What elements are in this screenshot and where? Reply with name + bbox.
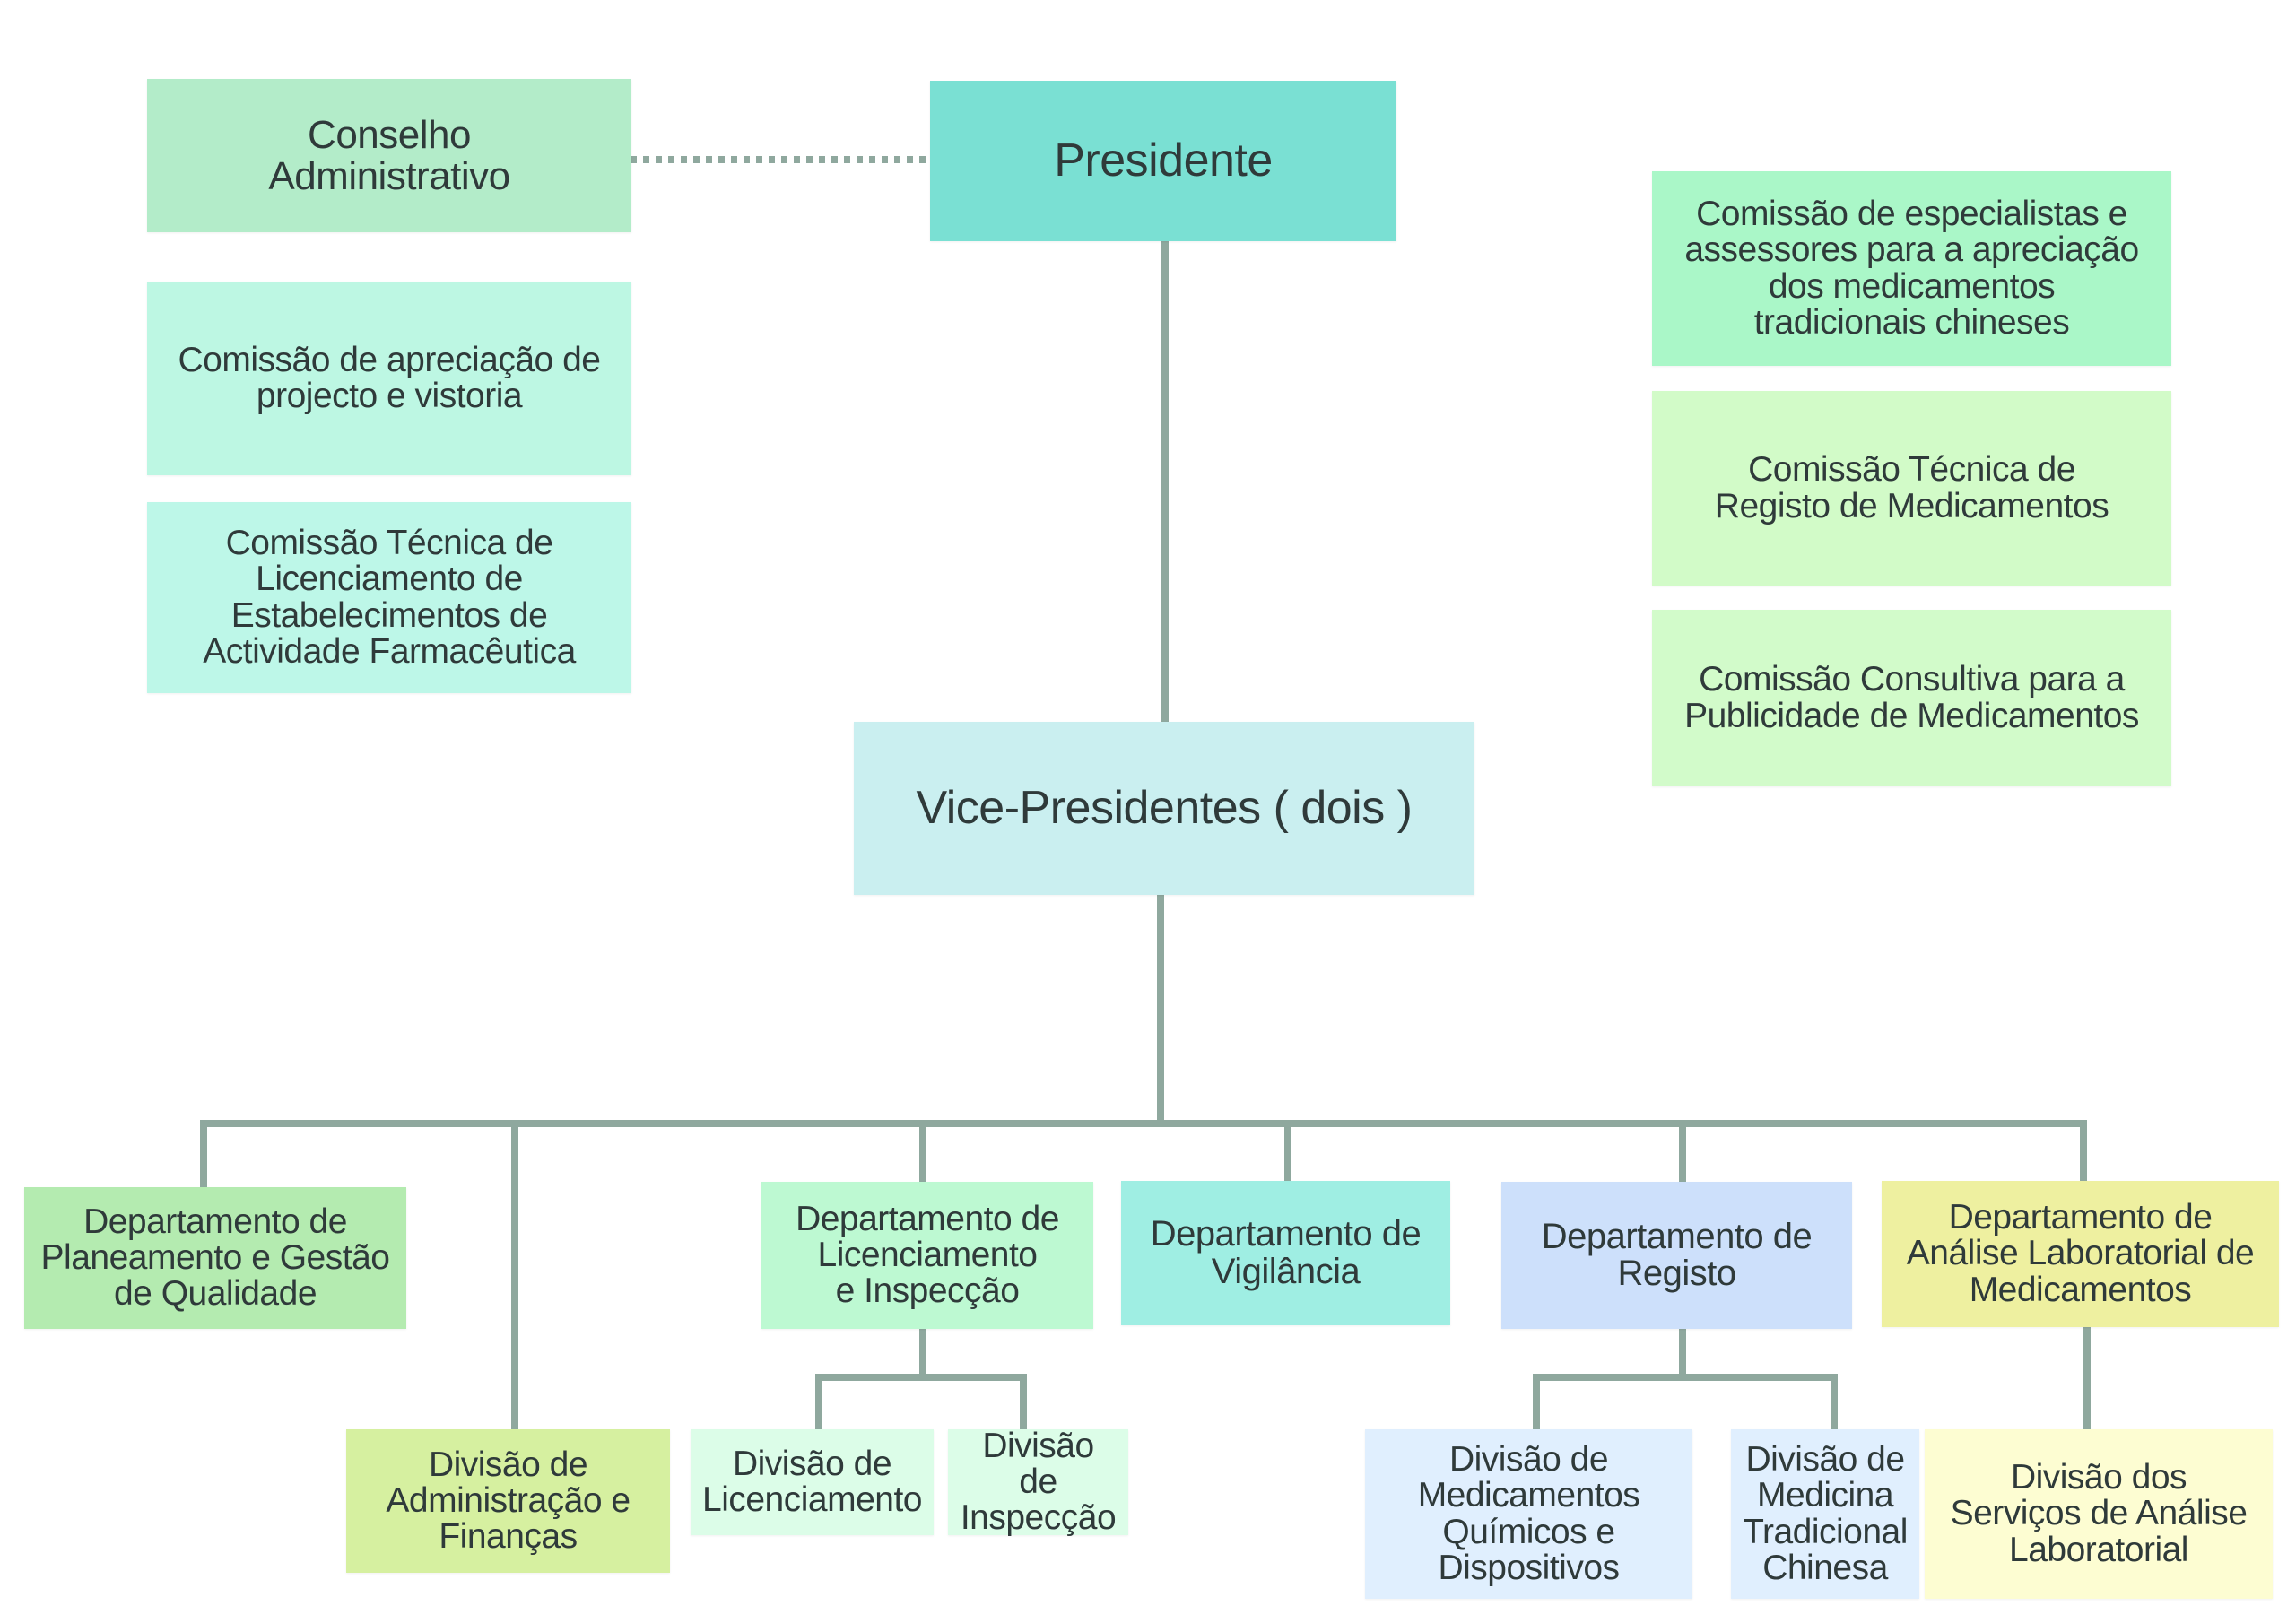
node-conselho-administrativo: Conselho Administrativo <box>147 79 631 232</box>
node-dept-licenciamento-inspeccao: Departamento de Licenciamento e Inspecçã… <box>761 1182 1093 1329</box>
node-div-licenciamento: Divisão de Licenciamento <box>691 1429 934 1535</box>
node-comissao-consultiva-publicidade: Comissão Consultiva para a Publicidade d… <box>1652 610 2171 786</box>
node-dept-vigilancia: Departamento de Vigilância <box>1121 1181 1450 1325</box>
node-vice-presidentes: Vice-Presidentes ( dois ) <box>854 722 1474 895</box>
node-comissao-tecnica-registo: Comissão Técnica de Registo de Medicamen… <box>1652 391 2171 586</box>
node-comissao-apreciacao-projecto: Comissão de apreciação de projecto e vis… <box>147 282 631 475</box>
node-presidente: Presidente <box>930 81 1396 241</box>
node-div-inspeccao: Divisão de Inspecção <box>948 1428 1128 1536</box>
node-comissao-tecnica-licenciamento: Comissão Técnica de Licenciamento de Est… <box>147 502 631 693</box>
node-div-servicos-analise-laboratorial: Divisão dos Serviços de Análise Laborato… <box>1925 1429 2273 1599</box>
node-dept-planeamento-gestao-qualidade: Departamento de Planeamento e Gestão de … <box>24 1187 406 1329</box>
node-div-administracao-financas: Divisão de Administração e Finanças <box>346 1429 670 1573</box>
node-div-medicamentos-quimicos: Divisão de Medicamentos Químicos e Dispo… <box>1365 1429 1692 1599</box>
node-comissao-especialistas: Comissão de especialistas e assessores p… <box>1652 171 2171 366</box>
node-dept-analise-laboratorial: Departamento de Análise Laboratorial de … <box>1882 1181 2279 1327</box>
node-div-medicina-tradicional-chinesa: Divisão de Medicina Tradicional Chinesa <box>1731 1429 1919 1599</box>
node-dept-registo: Departamento de Registo <box>1501 1182 1852 1329</box>
